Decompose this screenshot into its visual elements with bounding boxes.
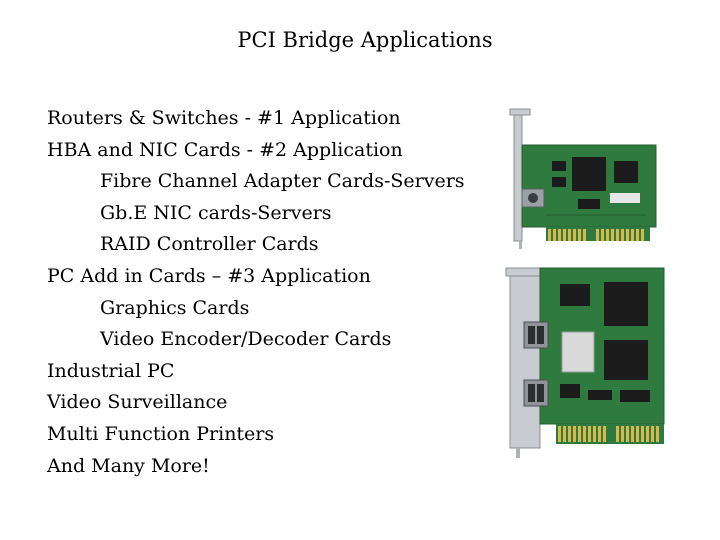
sub-bullet-item: RAID Controller Cards bbox=[100, 233, 319, 256]
bullet-item: PC Add in Cards – #3 Application bbox=[47, 264, 371, 287]
sub-bullet-item: Fibre Channel Adapter Cards-Servers bbox=[100, 170, 465, 193]
bullet-item: Routers & Switches - #1 Application bbox=[47, 107, 401, 129]
sub-bullet-item: Video Encoder/Decoder Cards bbox=[100, 328, 392, 351]
bullet-item: And Many More! bbox=[47, 454, 210, 477]
bullet-item: Industrial PC bbox=[47, 359, 175, 382]
pci-card-dual-port-icon bbox=[505, 267, 665, 458]
bullet-item: Video Surveillance bbox=[47, 391, 228, 414]
bullet-item: Multi Function Printers bbox=[47, 422, 275, 445]
slide-title: PCI Bridge Applications bbox=[237, 28, 493, 52]
sub-bullet-item: Graphics Cards bbox=[100, 296, 250, 319]
pci-card-single-port-icon bbox=[509, 108, 657, 249]
sub-bullet-item: Gb.E NIC cards-Servers bbox=[100, 201, 332, 224]
bullet-list: Routers & Switches - #1 Application HBA … bbox=[47, 103, 465, 482]
bullet-item: HBA and NIC Cards - #2 Application bbox=[47, 138, 403, 161]
